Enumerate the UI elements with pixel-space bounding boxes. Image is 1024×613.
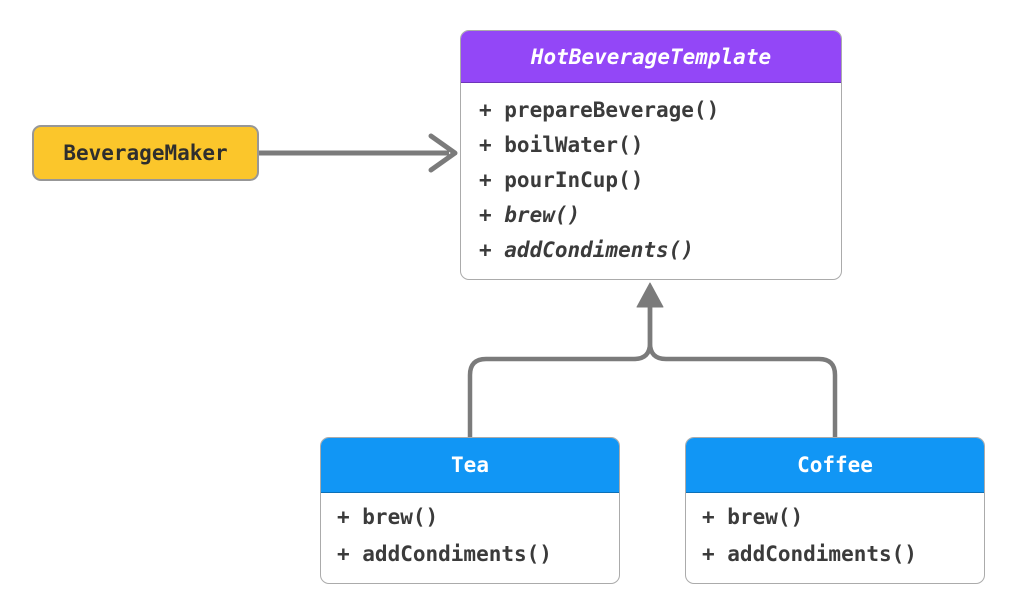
triangle-arrowhead-icon — [636, 282, 664, 308]
method-row-abstract: + addCondiments() — [479, 238, 694, 262]
class-title-bar: Coffee — [686, 438, 984, 493]
method-row: + pourInCup() — [479, 168, 644, 192]
method-row: + brew() — [337, 505, 439, 529]
method-row: + boilWater() — [479, 133, 644, 157]
class-title: Tea — [451, 453, 489, 477]
class-title: Coffee — [797, 453, 873, 477]
class-box-beveragemaker: BeverageMaker — [32, 125, 259, 181]
class-title-bar: Tea — [321, 438, 619, 493]
class-box-coffee: Coffee + brew() + addCondiments() — [685, 437, 985, 584]
inheritance-connector-tea — [467, 302, 653, 438]
class-methods-section: + brew() + addCondiments() — [321, 493, 619, 579]
method-row: + addCondiments() — [702, 542, 917, 566]
method-row: + addCondiments() — [337, 542, 552, 566]
class-box-hotbeveragetemplate: HotBeverageTemplate + prepareBeverage() … — [460, 30, 842, 280]
association-arrow — [259, 133, 458, 173]
class-methods-section: + brew() + addCondiments() — [686, 493, 984, 579]
open-arrowhead-icon — [428, 133, 458, 173]
inheritance-connector-coffee — [647, 302, 838, 438]
class-methods-section: + prepareBeverage() + boilWater() + pour… — [461, 83, 841, 274]
method-row: + brew() — [702, 505, 804, 529]
class-title: BeverageMaker — [63, 141, 228, 165]
class-box-tea: Tea + brew() + addCondiments() — [320, 437, 620, 584]
method-row: + prepareBeverage() — [479, 98, 720, 122]
method-row-abstract: + brew() — [479, 203, 581, 227]
class-title: HotBeverageTemplate — [530, 44, 772, 69]
class-title-bar: HotBeverageTemplate — [461, 31, 841, 83]
